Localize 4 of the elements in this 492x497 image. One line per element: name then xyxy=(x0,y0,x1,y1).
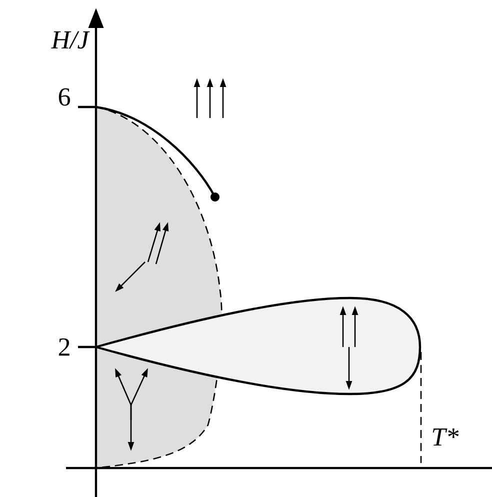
axis-label: H/J xyxy=(50,31,90,49)
tick-label: 6 xyxy=(58,88,70,106)
axis-label: T* xyxy=(432,428,459,446)
tick-label: 2 xyxy=(58,338,70,356)
